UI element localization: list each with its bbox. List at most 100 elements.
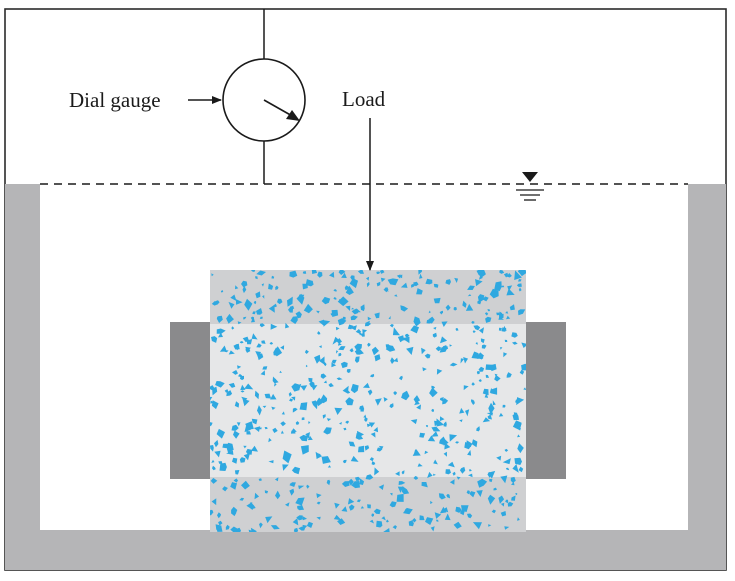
soil-particle bbox=[513, 412, 518, 417]
soil-particle bbox=[518, 287, 522, 292]
soil-particle bbox=[355, 432, 364, 440]
soil-particle bbox=[306, 484, 310, 489]
soil-particle bbox=[511, 332, 518, 338]
soil-particle bbox=[518, 279, 522, 282]
soil-particle bbox=[473, 325, 481, 331]
soil-particle bbox=[467, 285, 475, 290]
soil-particle bbox=[351, 481, 360, 489]
soil-particle bbox=[282, 464, 289, 471]
soil-particle bbox=[417, 463, 423, 467]
soil-particle bbox=[308, 421, 311, 425]
soil-particle bbox=[381, 516, 386, 521]
soil-particle bbox=[341, 272, 347, 278]
soil-particle bbox=[501, 285, 505, 288]
soil-particle bbox=[234, 401, 240, 408]
soil-particle bbox=[244, 425, 251, 433]
soil-particle bbox=[505, 499, 509, 504]
soil-particle bbox=[253, 301, 257, 305]
soil-particle bbox=[502, 458, 511, 465]
soil-particle bbox=[401, 486, 410, 495]
soil-particle bbox=[316, 397, 324, 407]
soil-particle bbox=[261, 283, 265, 287]
soil-particle bbox=[362, 329, 368, 335]
soil-particle bbox=[255, 351, 261, 358]
soil-particle bbox=[289, 398, 294, 402]
soil-particle bbox=[433, 326, 437, 330]
soil-particle bbox=[275, 285, 279, 290]
soil-particle bbox=[440, 336, 448, 344]
soil-particle bbox=[233, 478, 238, 483]
soil-particle bbox=[254, 390, 259, 400]
soil-particle bbox=[264, 427, 268, 430]
soil-particle bbox=[364, 320, 370, 327]
soil-particle bbox=[219, 345, 227, 352]
soil-particle bbox=[351, 307, 355, 310]
soil-particle bbox=[413, 316, 421, 327]
soil-particle bbox=[503, 272, 509, 278]
soil-particle bbox=[262, 295, 265, 299]
soil-particle bbox=[328, 382, 334, 388]
soil-particle bbox=[231, 424, 239, 431]
soil-particle bbox=[351, 308, 359, 315]
soil-particle bbox=[422, 367, 427, 372]
soil-particle bbox=[462, 300, 467, 308]
soil-particle bbox=[374, 312, 380, 319]
soil-particle bbox=[467, 513, 473, 519]
soil-particle bbox=[256, 343, 262, 348]
soil-particle bbox=[523, 387, 526, 390]
soil-particle bbox=[360, 304, 365, 312]
soil-particle bbox=[459, 466, 466, 474]
soil-particle bbox=[463, 385, 469, 391]
soil-particle bbox=[366, 281, 370, 288]
soil-particle bbox=[516, 283, 522, 287]
soil-particle bbox=[345, 285, 354, 295]
soil-particle bbox=[301, 417, 305, 421]
soil-particle bbox=[289, 488, 295, 496]
soil-particle bbox=[385, 345, 396, 352]
soil-particle bbox=[317, 331, 321, 335]
soil-particle bbox=[300, 445, 309, 455]
soil-particle bbox=[498, 495, 505, 504]
soil-particle bbox=[354, 349, 364, 355]
soil-particle bbox=[435, 346, 441, 352]
soil-particle bbox=[280, 345, 285, 350]
soil-particle bbox=[439, 310, 443, 315]
soil-particle bbox=[338, 342, 342, 346]
soil-particle bbox=[469, 491, 476, 498]
soil-particle bbox=[292, 407, 298, 413]
soil-particle bbox=[518, 270, 526, 277]
soil-particle bbox=[336, 338, 342, 344]
soil-particle bbox=[323, 320, 331, 327]
soil-particle bbox=[334, 502, 340, 509]
soil-particle bbox=[477, 478, 488, 488]
soil-particle bbox=[295, 497, 305, 506]
soil-particle bbox=[214, 439, 219, 448]
soil-particle bbox=[452, 471, 456, 476]
soil-particle bbox=[487, 414, 492, 420]
soil-particle bbox=[279, 370, 282, 373]
soil-particle bbox=[373, 508, 381, 515]
soil-particle bbox=[503, 352, 508, 358]
soil-particle bbox=[509, 304, 515, 311]
soil-particle bbox=[476, 371, 480, 375]
soil-particle bbox=[442, 398, 449, 405]
soil-particle bbox=[336, 350, 339, 354]
soil-particle bbox=[444, 513, 451, 521]
soil-particle bbox=[476, 426, 480, 432]
soil-particle bbox=[342, 316, 346, 320]
soil-particle bbox=[449, 434, 458, 442]
container-right-wall bbox=[688, 184, 726, 570]
soil-particle bbox=[217, 315, 223, 323]
soil-particle bbox=[231, 326, 235, 330]
soil-particle bbox=[502, 404, 506, 408]
soil-particle bbox=[487, 494, 496, 505]
soil-particle bbox=[242, 285, 247, 294]
soil-particle bbox=[252, 311, 256, 315]
soil-particle bbox=[212, 465, 216, 471]
soil-particle bbox=[504, 526, 510, 530]
soil-particle bbox=[369, 457, 374, 462]
soil-particle bbox=[430, 500, 433, 504]
soil-particle bbox=[428, 310, 431, 314]
soil-particle bbox=[456, 476, 461, 480]
soil-particle bbox=[316, 516, 321, 520]
